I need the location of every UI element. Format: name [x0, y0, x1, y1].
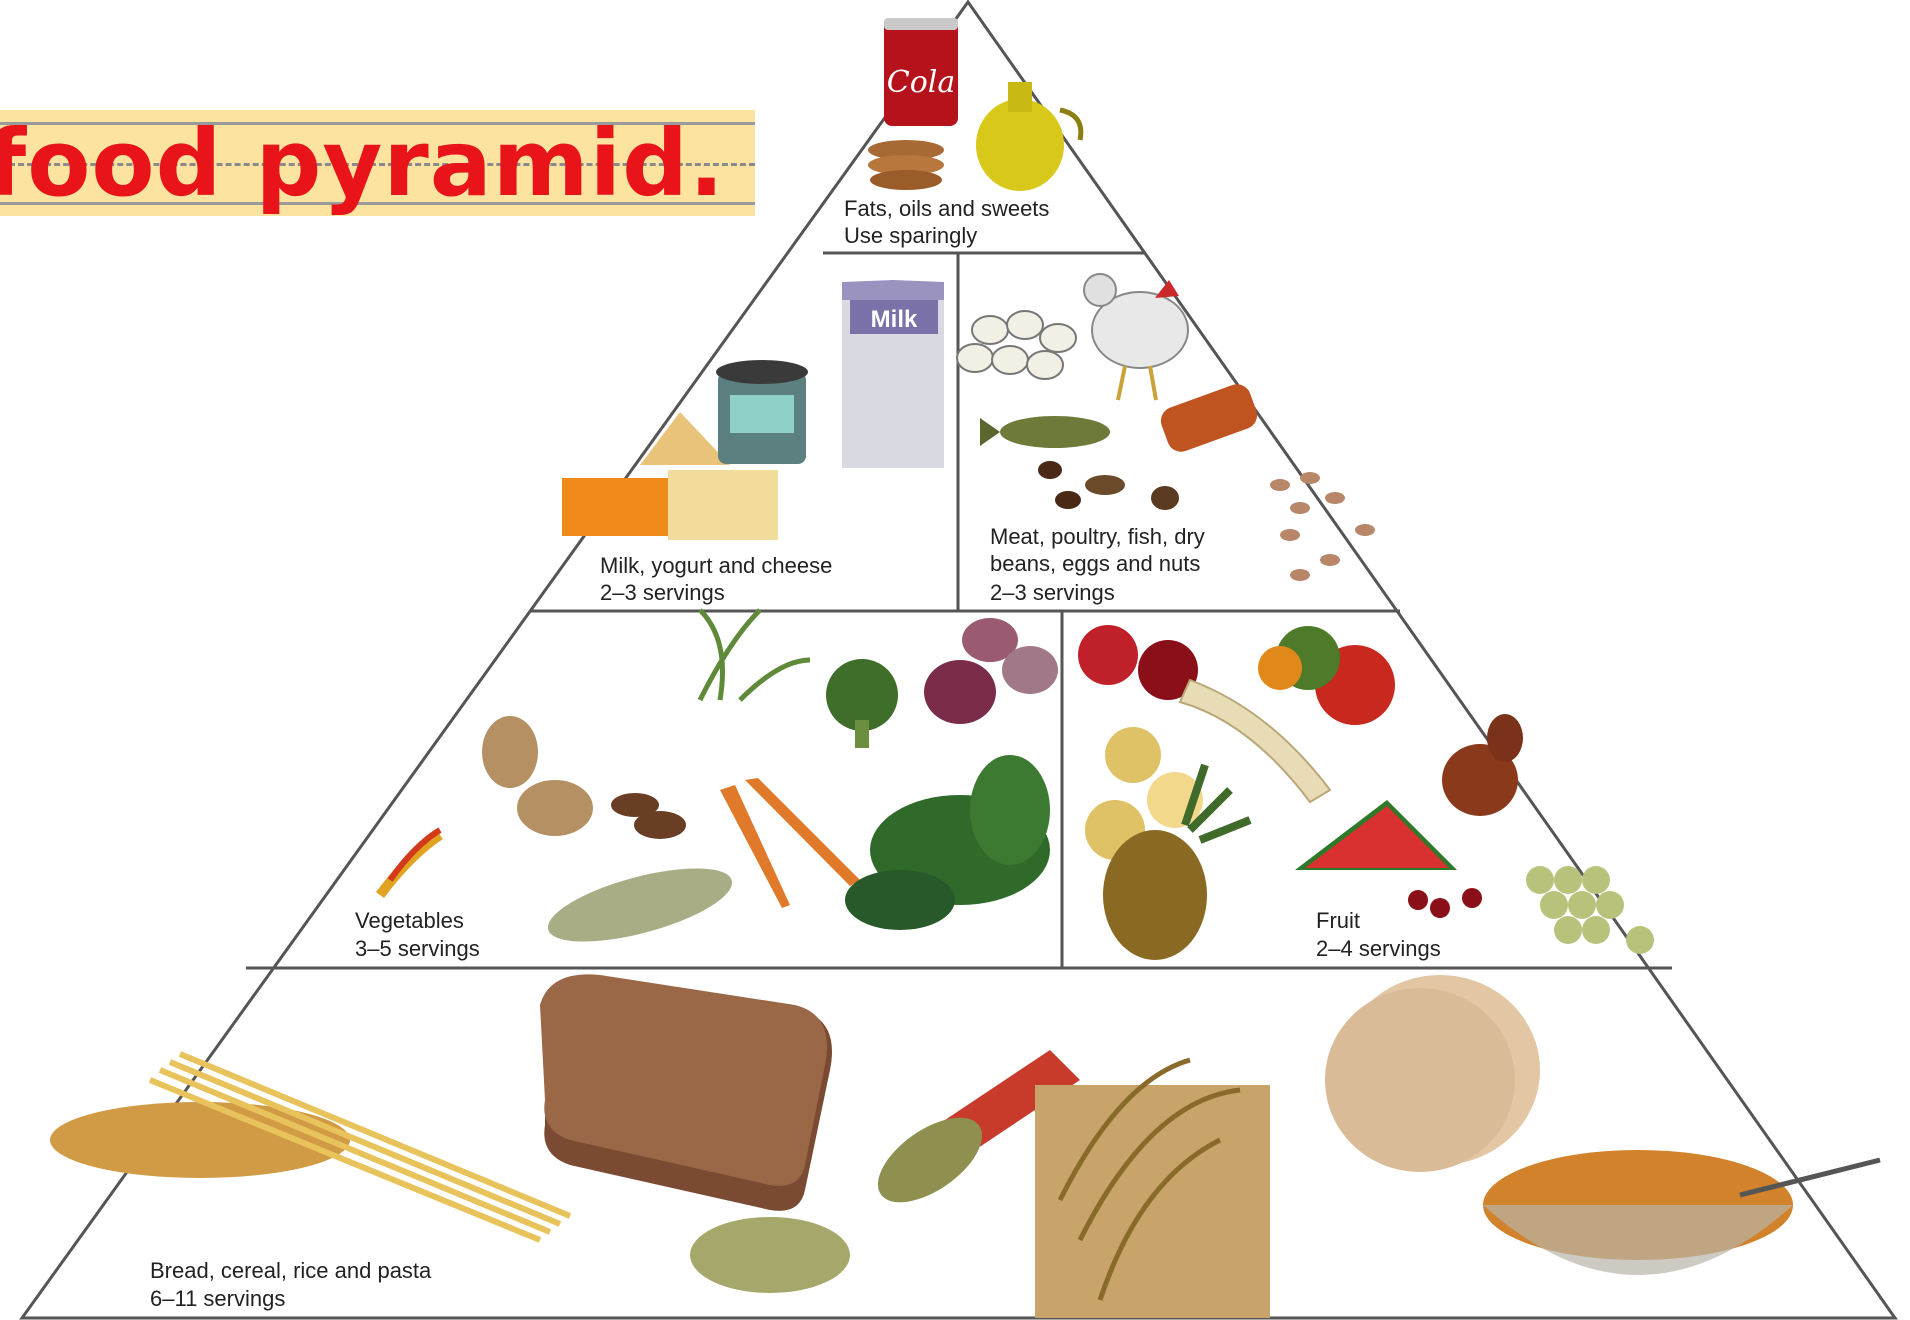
- tier-grains-servings: 6–11 servings: [150, 1286, 285, 1311]
- mushroom-icon: [611, 793, 686, 839]
- oil-bottle-icon: [976, 82, 1081, 191]
- svg-text:Cola: Cola: [887, 65, 956, 100]
- chicken-icon: [1084, 274, 1188, 400]
- cola-can-icon: Cola: [884, 18, 958, 126]
- tier-fruit-servings: 2–4 servings: [1316, 936, 1441, 961]
- onion-icon: [924, 618, 1058, 724]
- milk-carton-icon: Milk: [842, 280, 944, 468]
- svg-text:Milk: Milk: [871, 306, 918, 333]
- page-title: is a food pyramid.: [0, 114, 725, 214]
- tier-meat-servings: 2–3 servings: [990, 580, 1115, 605]
- orange-icon: [1258, 626, 1340, 690]
- pear-icon: [1442, 714, 1523, 816]
- title-banner: is a food pyramid.: [0, 110, 755, 216]
- broccoli-icon: [826, 659, 898, 748]
- corn-icon: [541, 853, 739, 956]
- meat-icon: [1157, 380, 1261, 455]
- eggs-icon: [957, 311, 1076, 379]
- bread-icon: [540, 974, 832, 1210]
- tier-grains-label: Bread, cereal, rice and pasta: [150, 1258, 432, 1283]
- tier-fats-label: Fats, oils and sweets: [844, 196, 1049, 221]
- pasta-icon: [50, 1054, 570, 1240]
- spinach-icon: [845, 755, 1050, 930]
- fish-icon: [980, 416, 1110, 448]
- potato-icon: [482, 716, 593, 836]
- tier-meat-label-1: Meat, poultry, fish, dry: [990, 524, 1205, 549]
- wheat-icon: [1035, 1060, 1270, 1318]
- tier-vegetables-servings: 3–5 servings: [355, 936, 480, 961]
- nuts-icon: [1038, 461, 1179, 510]
- watermelon-icon: [1295, 800, 1457, 870]
- grapes-icon: [1526, 866, 1654, 954]
- tier-dairy-servings: 2–3 servings: [600, 580, 725, 605]
- tortilla-icon: [1325, 975, 1540, 1172]
- cookies-icon: [868, 140, 944, 190]
- pepper-icon: [380, 830, 440, 895]
- tier-meat-label-2: beans, eggs and nuts: [990, 551, 1200, 576]
- cherries-icon: [1408, 888, 1482, 918]
- tier-dairy-label: Milk, yogurt and cheese: [600, 553, 832, 578]
- tier-vegetables-label: Vegetables: [355, 908, 464, 933]
- beans-icon: [1270, 472, 1375, 581]
- carrot-icon: [700, 610, 860, 908]
- tier-fruit-label: Fruit: [1316, 908, 1360, 933]
- yogurt-cup-icon: [716, 360, 808, 464]
- tier-fats-servings: Use sparingly: [844, 223, 977, 248]
